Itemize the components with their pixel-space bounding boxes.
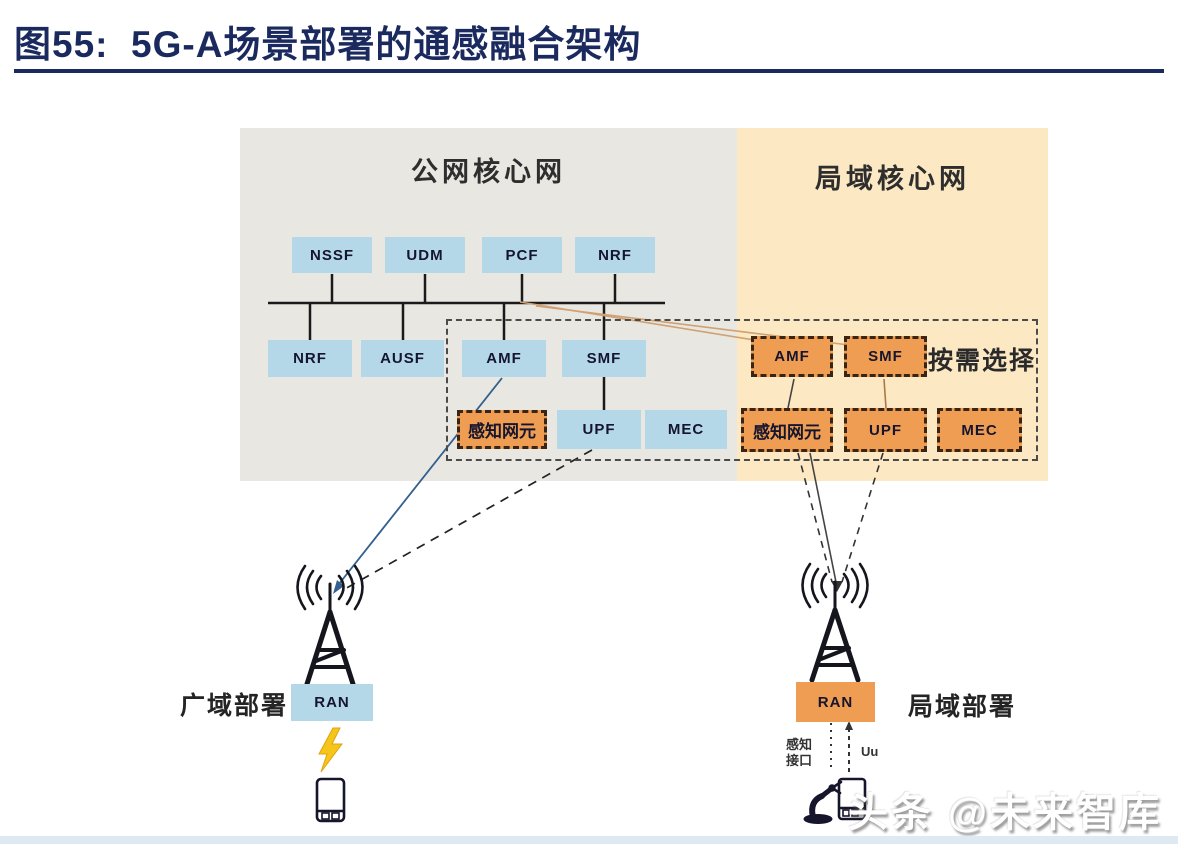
- node-ausf: AUSF: [361, 340, 444, 377]
- local-core-title: 局域核心网: [815, 164, 970, 194]
- local-area-label: 局域部署: [908, 693, 1017, 721]
- node-pcf: PCF: [482, 237, 562, 273]
- blue-arrowhead: [333, 580, 344, 594]
- wide-area-label: 广域部署: [180, 692, 289, 720]
- bottom-strip: [0, 836, 1178, 844]
- node-ran-wide: RAN: [291, 684, 373, 721]
- lightning-icon: [318, 727, 343, 773]
- node-local-upf: UPF: [844, 408, 927, 452]
- node-local-smf: SMF: [844, 336, 927, 377]
- base-station-tower-icon: [809, 580, 861, 683]
- node-ran-local: RAN: [796, 682, 875, 722]
- robot-arm-icon: [803, 780, 843, 824]
- node-upf: UPF: [557, 410, 641, 449]
- uu-interface-label: Uu: [861, 744, 879, 759]
- node-nrf: NRF: [575, 237, 655, 273]
- node-sensing-element: 感知网元: [457, 410, 547, 449]
- node-nrf-2: NRF: [268, 340, 352, 377]
- node-local-mec: MEC: [937, 408, 1022, 452]
- node-smf: SMF: [562, 340, 646, 377]
- on-demand-region: [446, 319, 1038, 461]
- node-mec: MEC: [645, 410, 727, 449]
- node-nssf: NSSF: [292, 237, 372, 273]
- watermark: 头条 @未来智库: [847, 791, 1162, 835]
- down-arrowhead: [831, 581, 843, 592]
- node-local-amf: AMF: [751, 336, 833, 377]
- base-station-tower-icon: [304, 582, 356, 687]
- on-demand-label: 按需选择: [928, 347, 1037, 375]
- node-amf: AMF: [462, 340, 546, 377]
- radio-waves-icon: [801, 562, 869, 609]
- up-arrowhead: [845, 721, 853, 730]
- title-divider: [14, 69, 1164, 73]
- node-udm: UDM: [385, 237, 465, 273]
- public-core-title: 公网核心网: [411, 157, 566, 187]
- phone-icon: [315, 777, 346, 823]
- node-local-sensing-element: 感知网元: [741, 408, 833, 452]
- radio-waves-icon: [296, 564, 364, 611]
- sensing-interface-label: 感知 接口: [786, 737, 813, 768]
- figure-title: 图55: 5G-A场景部署的通感融合架构: [14, 24, 642, 65]
